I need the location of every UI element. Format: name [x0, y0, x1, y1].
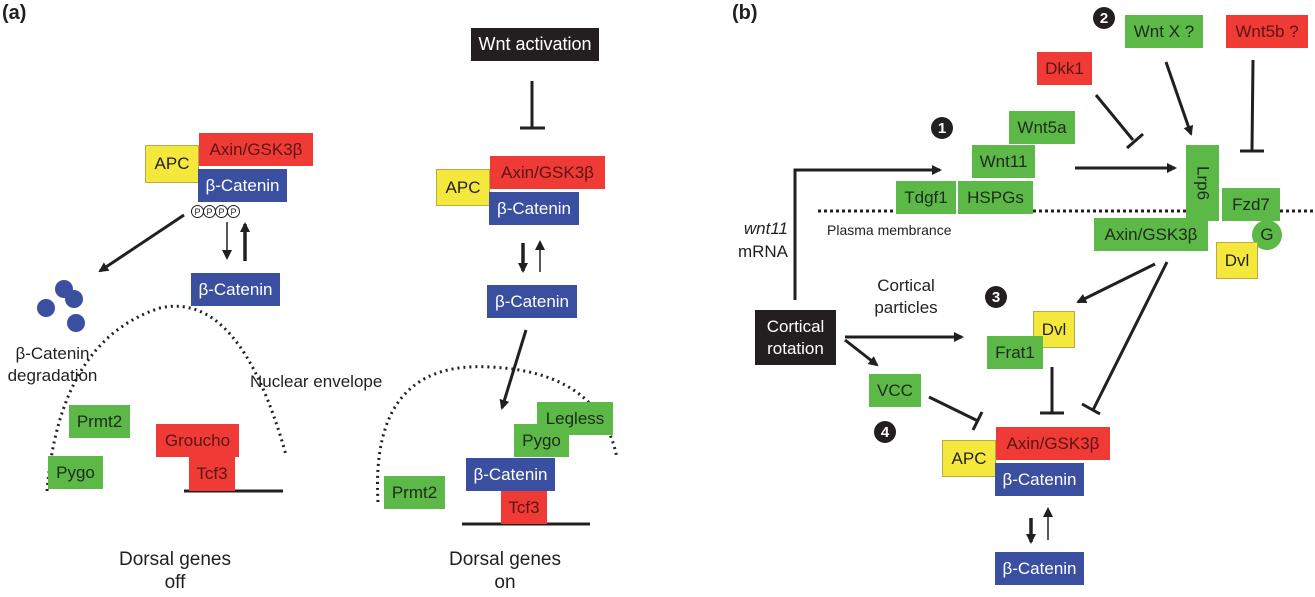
rotation-to-vcc-arrow	[844, 338, 879, 367]
prmt2-box: Prmt2	[69, 405, 130, 438]
wnt-x-box: Wnt X ?	[1125, 15, 1203, 48]
wnt5a-box: Wnt5a	[1009, 111, 1075, 144]
fzd7-box: Fzd7	[1222, 188, 1280, 221]
degradation-particles	[37, 280, 85, 332]
nuclear-envelope-label: Nuclear envelope	[250, 372, 383, 391]
beta-catenin-free-box-b: β-Catenin	[995, 552, 1084, 585]
tcf3-box: Tcf3	[189, 457, 235, 491]
beta-catenin-complex-box: β-Catenin	[198, 169, 287, 202]
axin-gsk3b-box-b: Axin/GSK3β	[996, 427, 1110, 460]
degradation-label: β-Catenin degradation	[7, 344, 98, 385]
wnt11-mrna-label: wnt11 mRNA	[737, 219, 788, 261]
nuclear-envelope-left	[45, 304, 288, 492]
plasma-membrane-label: Plasma membrance	[827, 222, 952, 238]
wnt5b-inhibit	[1250, 59, 1255, 151]
dvl-membrane-box: Dvl	[1216, 242, 1258, 279]
frat1-box: Frat1	[987, 336, 1043, 369]
pygo-box: Pygo	[48, 456, 103, 489]
beta-catenin-free-box: β-Catenin	[191, 273, 280, 306]
axin-gsk3b-box: Axin/GSK3β	[199, 133, 313, 166]
axin-gsk3b-membrane-box: Axin/GSK3β	[1094, 218, 1208, 251]
apc-box: APC	[145, 145, 199, 183]
panel-a-label: (a)	[2, 2, 27, 24]
dkk1-inhibit	[1094, 94, 1135, 141]
beta-catenin-complex-box-b: β-Catenin	[995, 463, 1084, 496]
phospho-circle: P	[227, 205, 240, 218]
hspgs-box: HSPGs	[958, 181, 1033, 214]
beta-catenin-complex-box-right: β-Catenin	[489, 192, 579, 225]
vcc-inhibit	[928, 395, 979, 423]
step-3-badge: 3	[985, 286, 1007, 308]
pygo-box-right: Pygo	[514, 424, 569, 457]
apc-box-b: APC	[942, 440, 996, 477]
axin-to-dvl-arrow	[1076, 262, 1156, 304]
step-4-badge: 4	[874, 421, 896, 443]
tcf3-box-right: Tcf3	[501, 491, 547, 524]
wnt11-box: Wnt11	[972, 145, 1035, 178]
legless-box: Legless	[537, 402, 613, 435]
step-1-badge: 1	[931, 117, 953, 139]
axin-gsk3b-box-right: Axin/GSK3β	[490, 156, 605, 189]
cortical-rotation-box: Cortical rotation	[755, 310, 836, 365]
wntx-arrow	[1164, 61, 1194, 136]
cortical-particles-label: Cortical particles	[874, 276, 938, 317]
apc-box-right: APC	[436, 169, 490, 206]
arrow-to-degradation	[98, 213, 185, 273]
dorsal-genes-on-caption: Dorsal genes on	[449, 549, 561, 593]
beta-catenin-free-box-right: β-Catenin	[487, 285, 577, 318]
prmt2-box-right: Prmt2	[384, 476, 445, 509]
step-2-badge: 2	[1093, 7, 1115, 29]
groucho-box: Groucho	[156, 424, 239, 457]
lrp6-box: Lrp6	[1186, 145, 1219, 221]
vcc-box: VCC	[869, 374, 921, 407]
dorsal-genes-off-caption: Dorsal genes off	[119, 549, 231, 593]
tdgf1-box: Tdgf1	[896, 181, 956, 214]
beta-catenin-nuclear-box: β-Catenin	[466, 458, 555, 491]
axin-inhibit-long	[1091, 261, 1169, 411]
panel-b-label: (b)	[732, 2, 758, 24]
arrow-to-nucleus	[499, 329, 528, 410]
wnt5b-box: Wnt5b ?	[1226, 15, 1308, 48]
wnt-activation-box: Wnt activation	[471, 28, 599, 61]
wnt11-mrna-arrow	[793, 165, 942, 300]
dkk1-box: Dkk1	[1037, 52, 1092, 85]
